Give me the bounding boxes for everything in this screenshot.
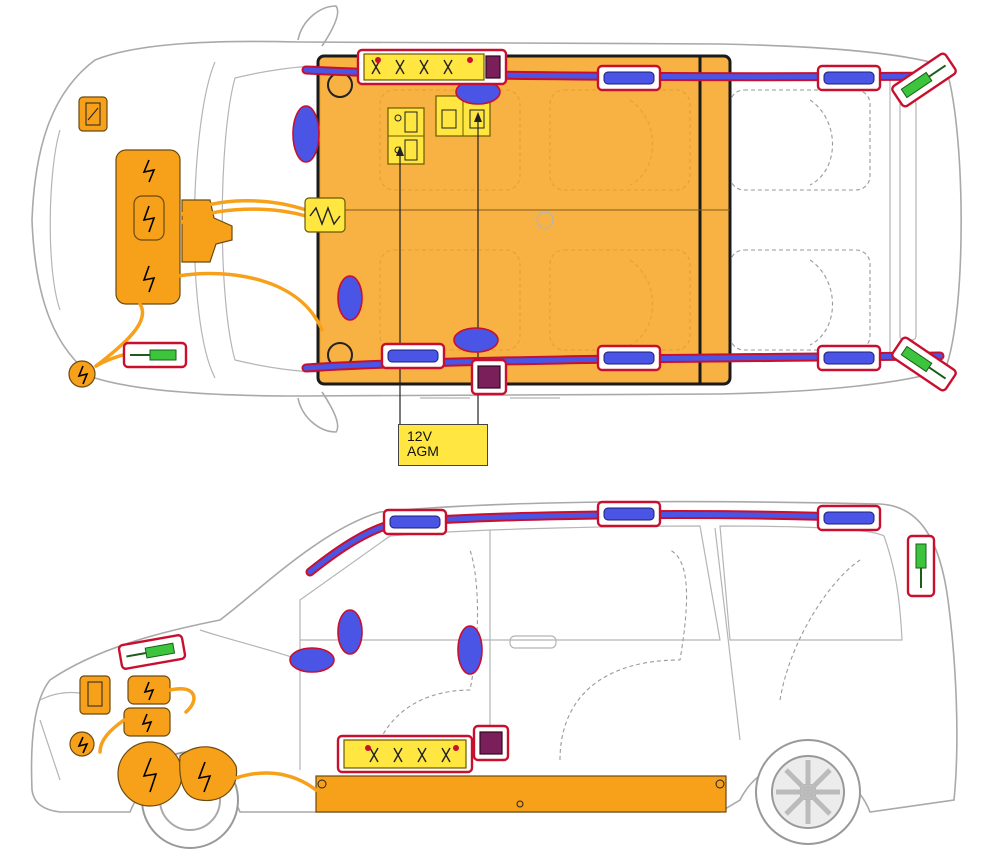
top-view-grille (49, 129, 61, 311)
top-view-mirror-left (297, 5, 339, 47)
top-view-mirror-right (297, 391, 339, 433)
side-view-door-handle (509, 635, 557, 649)
high-voltage-bolt-icon (77, 736, 89, 754)
airbag-side-right-top (453, 327, 499, 353)
airbag-control-unit-top (477, 365, 501, 389)
sensor-rear-left-top (891, 52, 957, 108)
airbag-passenger-top (337, 275, 363, 321)
hv-battery-marker (536, 211, 554, 229)
side-view-windows (299, 525, 721, 641)
high-voltage-bolt-icon (141, 713, 153, 733)
top-view-rear-bumper (899, 99, 917, 341)
hv-charge-port-top (68, 360, 96, 388)
fuse-icon (87, 681, 103, 707)
seat-rear-right (729, 249, 871, 351)
side-seat-front (379, 549, 479, 741)
battery-label-line1: 12V (407, 428, 432, 444)
hv-cable-3 (176, 271, 324, 332)
inflator-group-side (382, 500, 882, 536)
side-view-grille (39, 719, 61, 781)
inflator-group-top (380, 64, 882, 372)
pretensioner-strip-top (356, 48, 508, 86)
high-voltage-bolt-icon (142, 757, 158, 793)
sensor-front-top (122, 341, 188, 369)
side-view-hood-line (199, 629, 301, 661)
sensor-rear-side (906, 534, 936, 598)
high-voltage-bolt-icon (142, 265, 156, 293)
inflator-icon (603, 351, 655, 365)
hv-gearbox-side (179, 746, 238, 802)
airbag-knee-side (289, 647, 335, 673)
seat-contour-3 (809, 99, 833, 186)
airbag-front-side (337, 609, 363, 655)
high-voltage-bolt-icon (197, 761, 212, 793)
hv-floor-battery-side (315, 775, 727, 813)
hv-cable-side-1 (168, 686, 196, 714)
high-voltage-bolt-icon (142, 159, 156, 183)
side-view-c-pillar (714, 527, 741, 741)
seat-contour-4 (809, 259, 833, 346)
rear-wheel (755, 739, 861, 845)
sensor-rear-right-top (891, 336, 957, 392)
top-view-body-outline (31, 40, 962, 397)
inflator-icon (603, 507, 655, 521)
fuse-icon (85, 102, 101, 126)
hv-cable-side-3 (234, 771, 318, 792)
inflator-icon (603, 71, 655, 85)
airbag-thorax-side (457, 625, 483, 675)
airbag-driver-top (292, 105, 320, 163)
battery-cell-icon (404, 111, 418, 133)
side-seat-rear (779, 559, 861, 701)
side-view-rear-window (719, 525, 903, 641)
hv-floor-battery-top (316, 54, 732, 386)
high-voltage-bolt-icon (77, 365, 89, 385)
side-seat-middle (559, 549, 688, 761)
high-voltage-bolt-icon (142, 205, 156, 233)
inflator-icon (387, 349, 439, 363)
inflator-icon (389, 515, 441, 529)
hv-charge-port-side (69, 731, 95, 757)
pretensioner-strip-side (336, 734, 474, 774)
hv-cable-2 (180, 207, 308, 224)
battery-12v-main (387, 107, 425, 165)
hv-motor-side (117, 741, 183, 807)
resistor-icon (309, 206, 341, 226)
top-view-windshield (221, 65, 321, 373)
seat-rear-left (729, 89, 871, 191)
side-view (30, 500, 958, 849)
airbag-control-unit-side (479, 731, 503, 755)
inflator-icon (823, 511, 875, 525)
battery-12v-agm-label: 12V AGM (398, 424, 488, 466)
hv-cable-side-2 (98, 718, 126, 754)
sensor-front-side (117, 634, 187, 670)
high-voltage-bolt-icon (143, 681, 155, 701)
top-view (31, 5, 962, 433)
hv-cable-4 (94, 302, 145, 368)
battery-label-line2: AGM (407, 443, 439, 459)
inflator-icon (823, 71, 875, 85)
inflator-icon (823, 351, 875, 365)
hv-inverter-top (133, 195, 165, 241)
hv-cable-1 (180, 199, 308, 216)
